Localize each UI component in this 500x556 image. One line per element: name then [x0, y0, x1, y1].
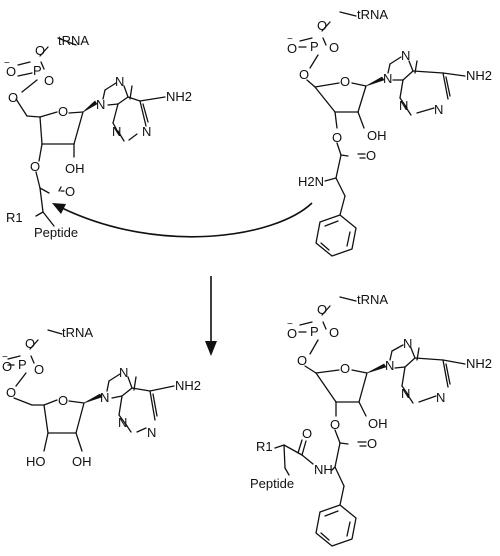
peptide-label: Peptide [250, 476, 294, 491]
arrowhead [205, 341, 217, 356]
atom-n: N [383, 71, 392, 86]
arrowhead [52, 203, 66, 214]
atom-nh2: NH2 [466, 68, 492, 83]
atom-nh2: NH2 [175, 378, 201, 393]
atom-o-amide: O [302, 426, 312, 441]
atom-o-minus: O [287, 326, 297, 341]
charge-minus: − [4, 58, 10, 69]
atom-oh: OH [368, 416, 388, 431]
atom-o-ring: O [58, 393, 68, 408]
molecule-elongated-peptidyl-trna: tRNA O O − P O O O N N N N NH2 OH O O R1… [250, 292, 492, 547]
molecule-aminoacyl-trna: tRNA O O − P O O O N N N N NH2 OH O O H2… [287, 7, 492, 257]
atom-labels: tRNA O O − P O O O N N N N NH2 OH O O R1… [4, 33, 192, 240]
reaction-arrow [205, 276, 217, 356]
atom-n: N [118, 415, 127, 430]
peptide-label: Peptide [34, 225, 78, 240]
atom-labels: tRNA O O − P O O O N N N N NH2 OH O O H2… [287, 7, 492, 189]
atom-n: N [436, 390, 445, 405]
atom-n: N [147, 425, 156, 440]
atom-p: P [33, 63, 42, 78]
atom-n: N [100, 390, 109, 405]
atom-o-ester: O [330, 417, 340, 432]
bonds [274, 296, 466, 547]
atom-n: N [399, 98, 408, 113]
molecule-deacylated-trna: tRNA O O − P O O O N N N N NH2 HO OH [2, 325, 201, 469]
atom-ho: HO [26, 454, 46, 469]
atom-o: O [299, 67, 309, 82]
atom-o: O [34, 362, 44, 377]
atom-n: N [142, 124, 151, 139]
atom-n: N [401, 48, 410, 63]
atom-p: P [310, 324, 319, 339]
charge-minus: − [2, 352, 8, 363]
bonds [7, 329, 175, 452]
trna-label: tRNA [357, 292, 388, 307]
atom-o: O [317, 302, 327, 317]
atom-o: O [8, 90, 18, 105]
atom-n: N [385, 358, 394, 373]
atom-nh: NH [314, 462, 333, 477]
atom-o-ring: O [58, 104, 68, 119]
atom-o-carbonyl: O [65, 184, 75, 199]
atom-p: P [18, 357, 27, 372]
peptidyl-transfer-arrow [52, 202, 313, 238]
atom-labels: tRNA O O − P O O O N N N N NH2 OH O O R1… [250, 292, 492, 491]
atom-oh: OH [367, 128, 387, 143]
atom-n: N [112, 124, 121, 139]
atom-labels: tRNA O O − P O O O N N N N NH2 HO OH [2, 325, 201, 469]
atom-o: O [35, 43, 45, 58]
atom-nh2: NH2 [166, 89, 192, 104]
atom-n: N [401, 386, 410, 401]
atom-oh: OH [72, 454, 92, 469]
atom-h2n: H2N [298, 174, 324, 189]
trna-label: tRNA [62, 325, 93, 340]
atom-o-ester: O [30, 159, 40, 174]
atom-n: N [96, 97, 105, 112]
atom-n: N [119, 365, 128, 380]
atom-p: P [310, 39, 319, 54]
atom-r1: R1 [6, 210, 23, 225]
atom-r1: R1 [256, 439, 273, 454]
atom-o-ester: O [332, 130, 342, 145]
atom-o: O [329, 325, 339, 340]
atom-o: O [329, 40, 339, 55]
molecule-peptidyl-trna: tRNA O O − P O O O N N N N NH2 OH O O R1… [4, 33, 192, 240]
atom-o: O [6, 385, 16, 400]
atom-o: O [25, 336, 35, 351]
charge-minus: − [287, 34, 293, 45]
atom-o-minus: O [287, 41, 297, 56]
atom-n: N [403, 336, 412, 351]
charge-minus: − [287, 319, 293, 330]
atom-o-carbonyl: O [366, 148, 376, 163]
atom-n: N [434, 102, 443, 117]
atom-o-ring: O [340, 74, 350, 89]
atom-oh: OH [65, 161, 85, 176]
trna-label: tRNA [357, 7, 388, 22]
atom-o-carbonyl: O [367, 436, 377, 451]
atom-n: N [115, 74, 124, 89]
atom-o: O [317, 18, 327, 33]
atom-nh2: NH2 [466, 356, 492, 371]
bonds [298, 11, 466, 257]
bonds [15, 37, 166, 227]
atom-o: O [44, 73, 54, 88]
atom-o-ring: O [340, 361, 350, 376]
atom-o-minus: O [6, 64, 16, 79]
atom-o: O [297, 353, 307, 368]
trna-label: tRNA [58, 33, 89, 48]
atom-o-minus: O [2, 359, 12, 374]
